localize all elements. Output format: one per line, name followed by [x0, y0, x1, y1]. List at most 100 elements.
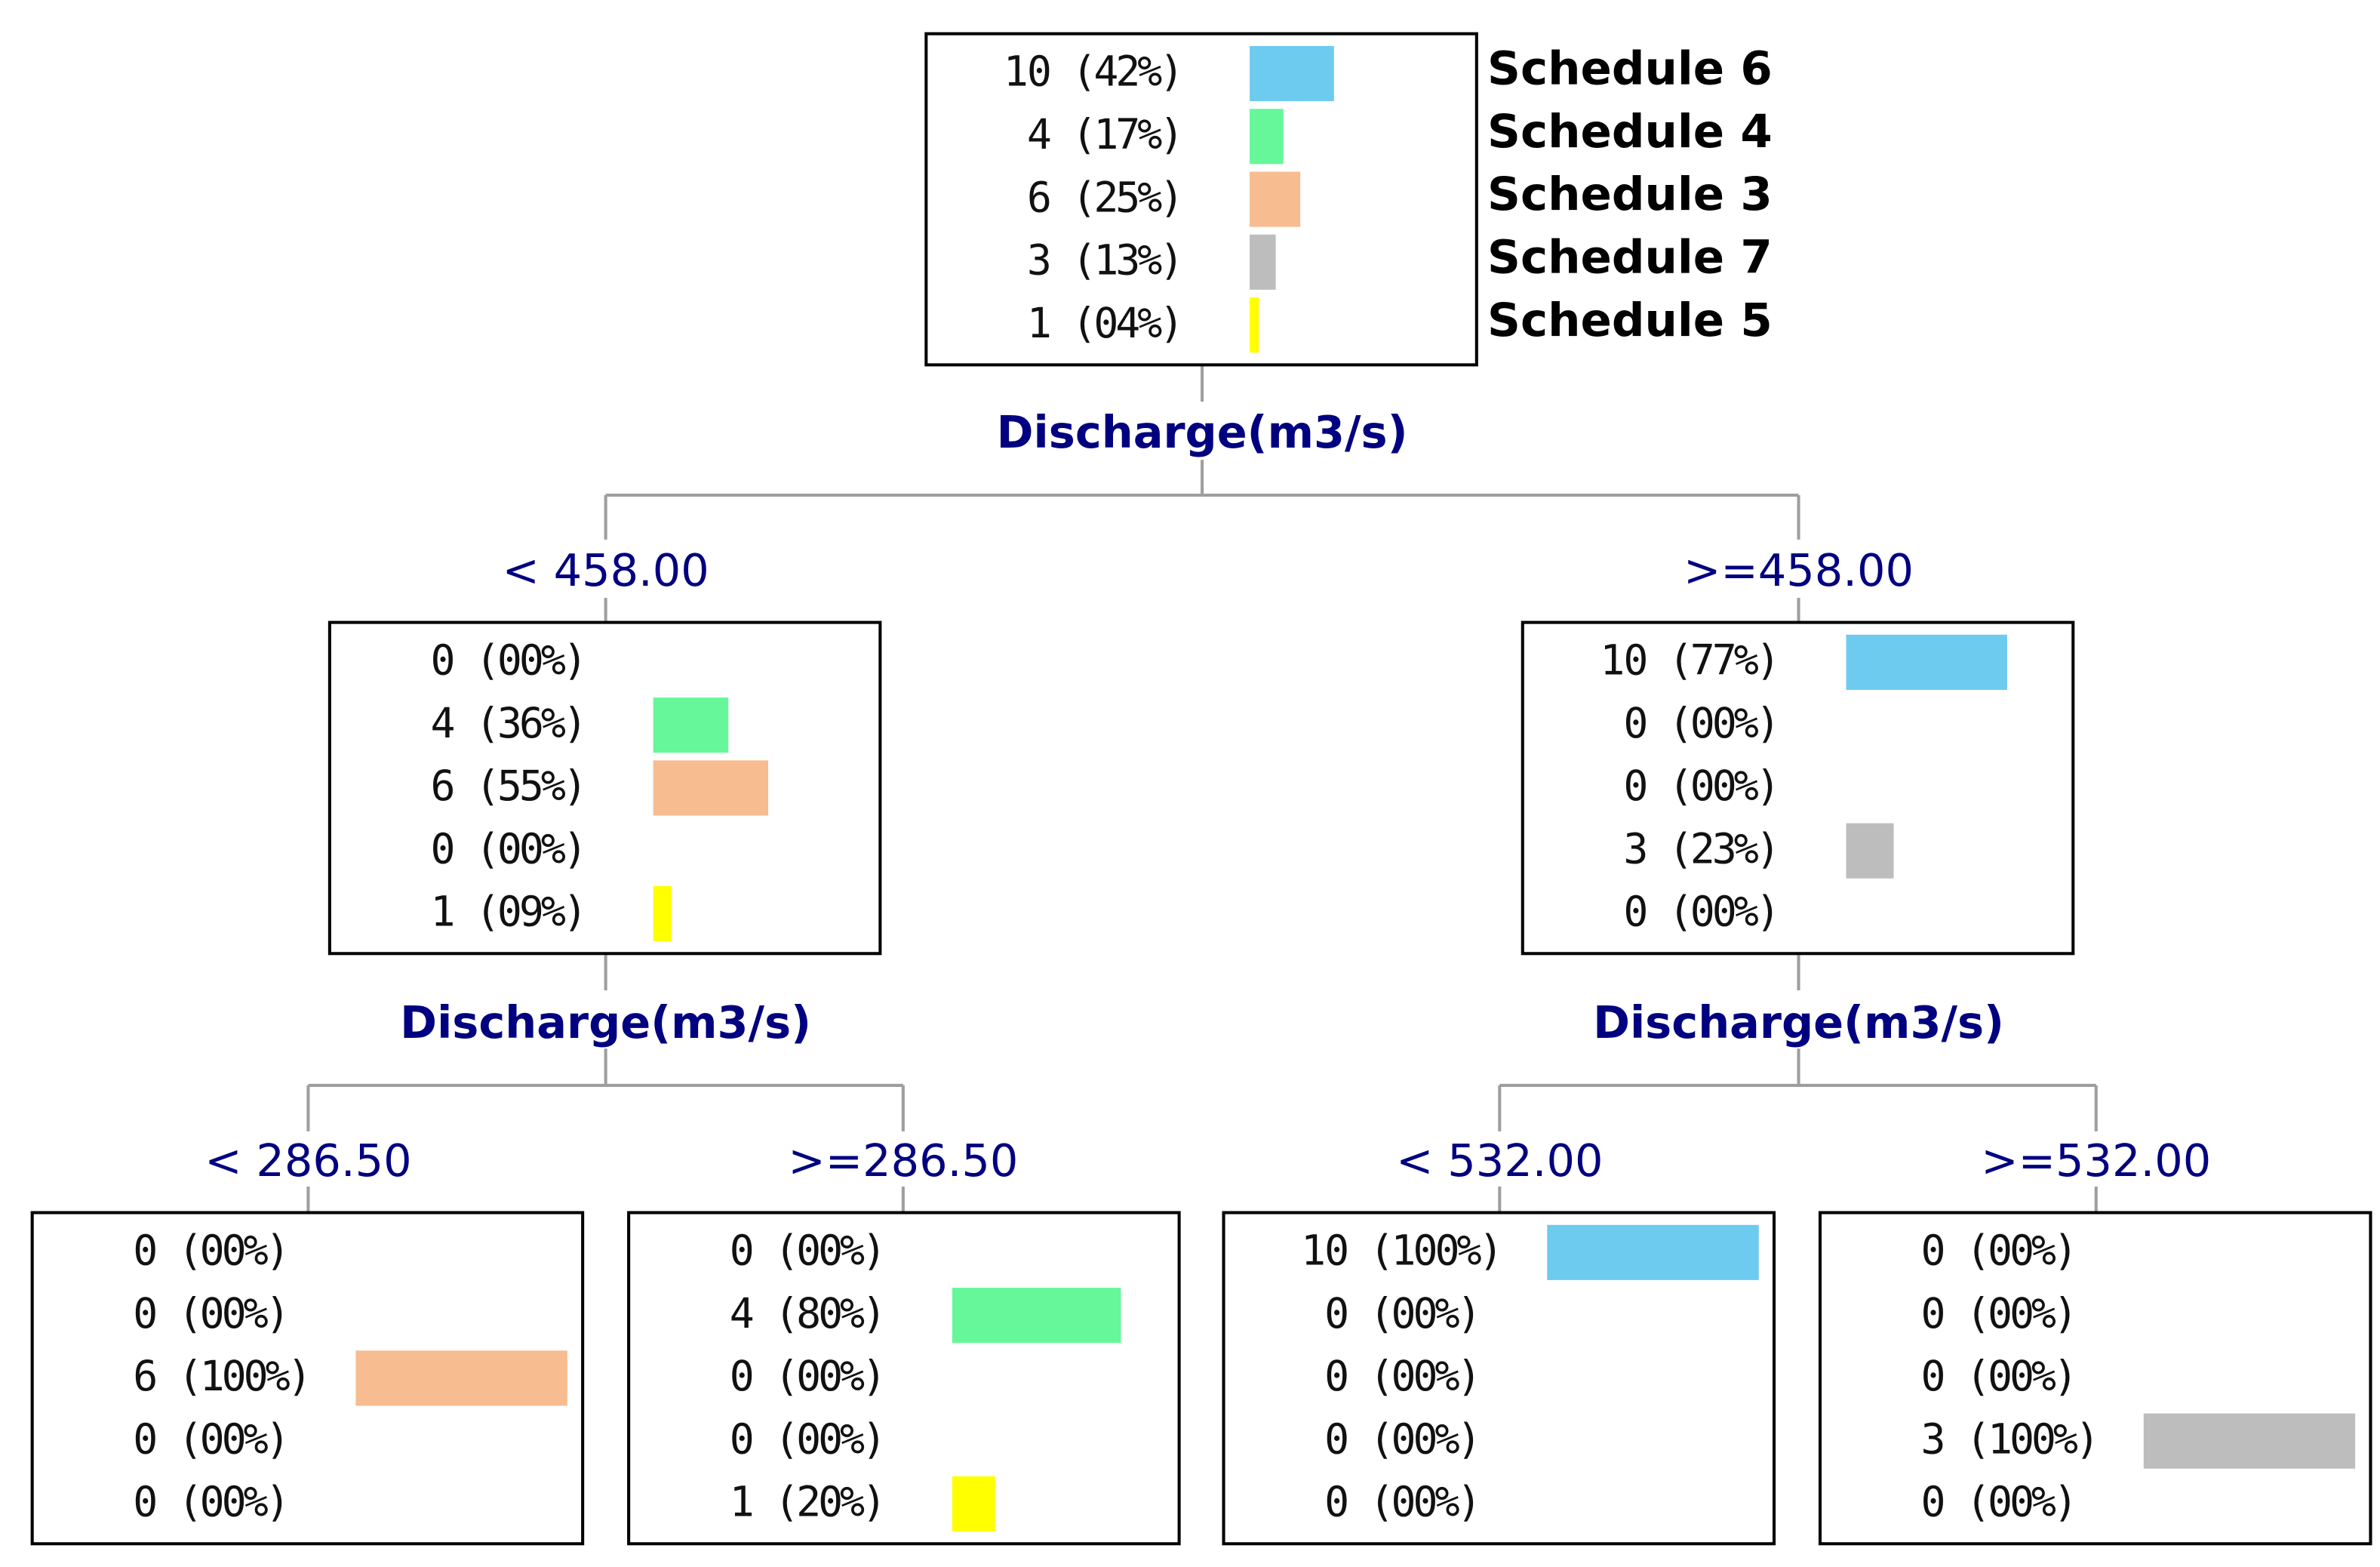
count-value: 4 [430, 700, 455, 749]
class-row: 0(00%) [1225, 1472, 1773, 1535]
percent-value: (00%) [1369, 1291, 1482, 1339]
percent-value: (09%) [475, 888, 588, 937]
class-row: 0 (00%) [1822, 1346, 2369, 1408]
class-row: 0 (00%) [630, 1346, 1177, 1408]
count-value: 0 [430, 826, 455, 874]
count-value: 3 [1920, 1416, 1946, 1464]
class-row: 0(00%) [331, 630, 878, 693]
percent-value: (00%) [1668, 888, 1781, 937]
percent-value: (100%) [1369, 1227, 1504, 1276]
percent-value: (77%) [1668, 637, 1781, 685]
percent-value: (00%) [177, 1416, 291, 1464]
percent-value: (00%) [1369, 1353, 1482, 1402]
left-node[interactable]: 0(00%)4(36%)6(55%)0(00%)1(09%) [327, 620, 882, 956]
condition-root-right: >=458.00 [1684, 544, 1914, 597]
class-row: 0(00%) [1524, 756, 2071, 818]
percent-value: (00%) [177, 1479, 291, 1527]
distribution-bar [1250, 109, 1284, 165]
condition-right-right: >=532.00 [1981, 1134, 2212, 1187]
percent-value: (00%) [177, 1227, 291, 1276]
percent-value: (100%) [177, 1353, 312, 1402]
distribution-bar [1250, 45, 1334, 102]
count-value: 0 [729, 1416, 755, 1464]
legend-schedule-5: Schedule 5 [1487, 294, 1773, 349]
legend-schedule-6: Schedule 6 [1487, 42, 1773, 97]
count-value: 0 [133, 1227, 158, 1276]
percent-value: (36%) [475, 700, 588, 749]
count-value: 0 [729, 1353, 755, 1402]
class-row: 4 (36%) [331, 693, 878, 756]
class-row: 1(20%) [630, 1472, 1177, 1535]
count-value: 10 [1301, 1227, 1349, 1276]
class-row: 0 (00%) [331, 819, 878, 882]
class-row: 0 (00%) [1524, 693, 2071, 756]
right-right-leaf-node[interactable]: 0(00%)0(00%)0(00%)3(100%)0(00%) [1818, 1211, 2372, 1546]
percent-value: (00%) [774, 1416, 887, 1464]
count-value: 1 [1026, 300, 1052, 349]
condition-root-left: < 458.00 [502, 544, 709, 597]
distribution-bar [1250, 234, 1276, 290]
distribution-bar [653, 760, 769, 816]
class-row: 4 (17%) [927, 104, 1474, 167]
distribution-bar [1250, 297, 1259, 353]
class-row: 0(00%) [34, 1408, 581, 1471]
left-right-leaf-node[interactable]: 0(00%)4(80%)0(00%)0(00%)1(20%) [627, 1211, 1181, 1546]
distribution-bar [1547, 1224, 1759, 1280]
percent-value: (00%) [1369, 1479, 1482, 1527]
class-row: 10 (100%) [1225, 1221, 1773, 1283]
root-node[interactable]: 10(42%)4(17%)6(25%)3(13%)1(04%) [924, 32, 1478, 367]
split-label-left: Discharge(m3/s) [400, 996, 812, 1049]
count-value: 10 [1600, 637, 1648, 685]
left-left-leaf-node[interactable]: 0(00%)0(00%)6(100%)0(00%)0(00%) [30, 1211, 585, 1546]
class-row: 6 (55%) [331, 756, 878, 818]
percent-value: (13%) [1072, 237, 1184, 285]
percent-value: (00%) [1668, 763, 1781, 811]
distribution-bar [952, 1288, 1121, 1344]
distribution-bar [2143, 1413, 2356, 1469]
class-row: 0(00%) [34, 1472, 581, 1535]
class-row: 4(80%) [630, 1283, 1177, 1346]
count-value: 3 [1026, 237, 1052, 285]
class-row: 10 (77%) [1524, 630, 2071, 693]
split-label-root: Discharge(m3/s) [996, 406, 1408, 459]
count-value: 0 [1324, 1416, 1349, 1464]
class-row: 0 (00%) [1225, 1408, 1773, 1471]
class-row: 0 (00%) [1524, 882, 2071, 944]
class-row: 0 (00%) [1822, 1283, 2369, 1346]
class-row: 1(04%) [927, 293, 1474, 356]
distribution-bar [355, 1350, 567, 1406]
class-row: 3 (13%) [927, 230, 1474, 293]
right-node[interactable]: 10(77%)0(00%)0(00%)3(23%)0(00%) [1521, 620, 2075, 956]
percent-value: (25%) [1072, 174, 1184, 223]
condition-right-left: < 532.00 [1396, 1134, 1604, 1187]
percent-value: (00%) [1966, 1353, 2078, 1402]
percent-value: (80%) [774, 1291, 887, 1339]
right-left-leaf-node[interactable]: 10(100%)0(00%)0(00%)0(00%)0(00%) [1222, 1211, 1776, 1546]
percent-value: (00%) [475, 826, 588, 874]
count-value: 0 [1920, 1291, 1946, 1339]
percent-value: (00%) [1966, 1291, 2078, 1339]
percent-value: (00%) [1966, 1227, 2078, 1276]
percent-value: (00%) [1369, 1416, 1482, 1464]
class-row: 0(00%) [1225, 1346, 1773, 1408]
distribution-bar [653, 697, 729, 753]
percent-value: (00%) [177, 1291, 291, 1339]
count-value: 4 [1026, 112, 1052, 160]
percent-value: (00%) [774, 1353, 887, 1402]
percent-value: (00%) [1668, 700, 1781, 749]
count-value: 6 [430, 763, 455, 811]
distribution-bar [952, 1476, 995, 1532]
count-value: 0 [1920, 1227, 1946, 1276]
percent-value: (17%) [1072, 112, 1184, 160]
percent-value: (20%) [774, 1479, 887, 1527]
count-value: 0 [430, 637, 455, 685]
count-value: 0 [1920, 1353, 1946, 1402]
condition-left-right: >=286.50 [788, 1134, 1019, 1187]
count-value: 0 [1623, 888, 1648, 937]
percent-value: (55%) [475, 763, 588, 811]
legend-schedule-3: Schedule 3 [1487, 168, 1773, 223]
count-value: 0 [1623, 700, 1648, 749]
split-label-right: Discharge(m3/s) [1593, 996, 2004, 1049]
